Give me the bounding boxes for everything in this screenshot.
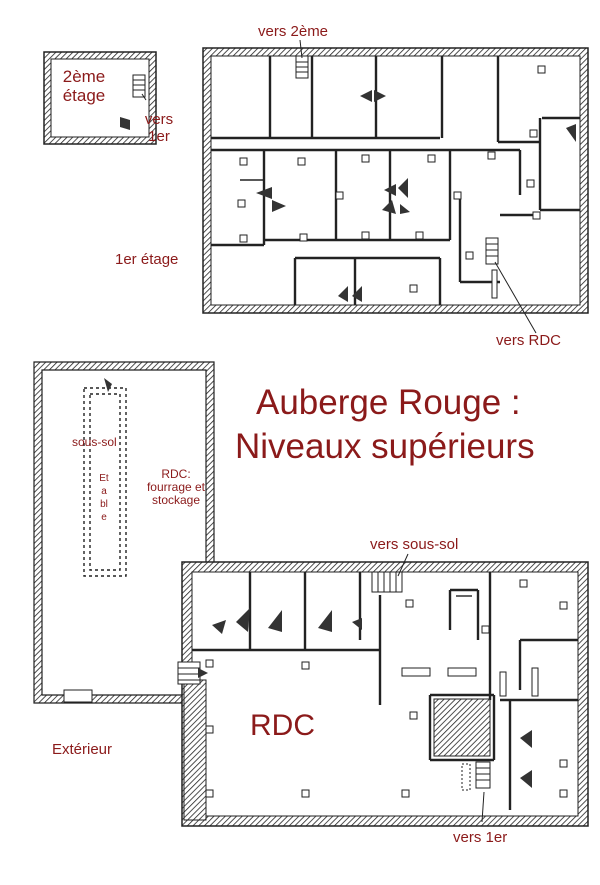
- stair-to-ground-floor: [485, 237, 499, 299]
- map-title-line-2: Niveaux supérieurs: [235, 427, 535, 466]
- label-leader-lines: [141, 39, 537, 823]
- level-label-second-floor: 2ème étage: [62, 67, 106, 105]
- stair-to-first-floor-small: [132, 74, 146, 98]
- level-label-basement: sous-sol: [72, 435, 117, 449]
- level-label-barn-ground: RDC: fourrage et stockage: [146, 467, 206, 508]
- stair-to-basement: [371, 571, 403, 593]
- level-label-stable: Etable: [99, 473, 109, 523]
- stair-label-to-first-floor-top: vers 1er: [144, 111, 174, 145]
- stair-label-to-basement: vers sous-sol: [370, 536, 459, 553]
- stair-label-to-first-floor-bottom: vers 1er: [453, 829, 508, 846]
- entrance-stairs: [177, 661, 208, 685]
- barn-plan: [33, 361, 215, 704]
- level-label-first-floor: 1er étage: [115, 251, 179, 268]
- ground-floor-plan: [177, 561, 589, 827]
- level-label-outside: Extérieur: [52, 741, 113, 758]
- stair-label-to-ground-floor: vers RDC: [496, 332, 562, 349]
- stair-label-to-second-floor: vers 2ème: [258, 23, 329, 40]
- second-floor-plan: [43, 51, 157, 145]
- map-title-line-1: Auberge Rouge :: [256, 383, 521, 422]
- stair-to-second-floor: [295, 55, 309, 79]
- stair-to-first-floor: [461, 761, 491, 791]
- first-floor-plan: [202, 47, 589, 314]
- level-label-ground-floor: RDC: [250, 709, 315, 742]
